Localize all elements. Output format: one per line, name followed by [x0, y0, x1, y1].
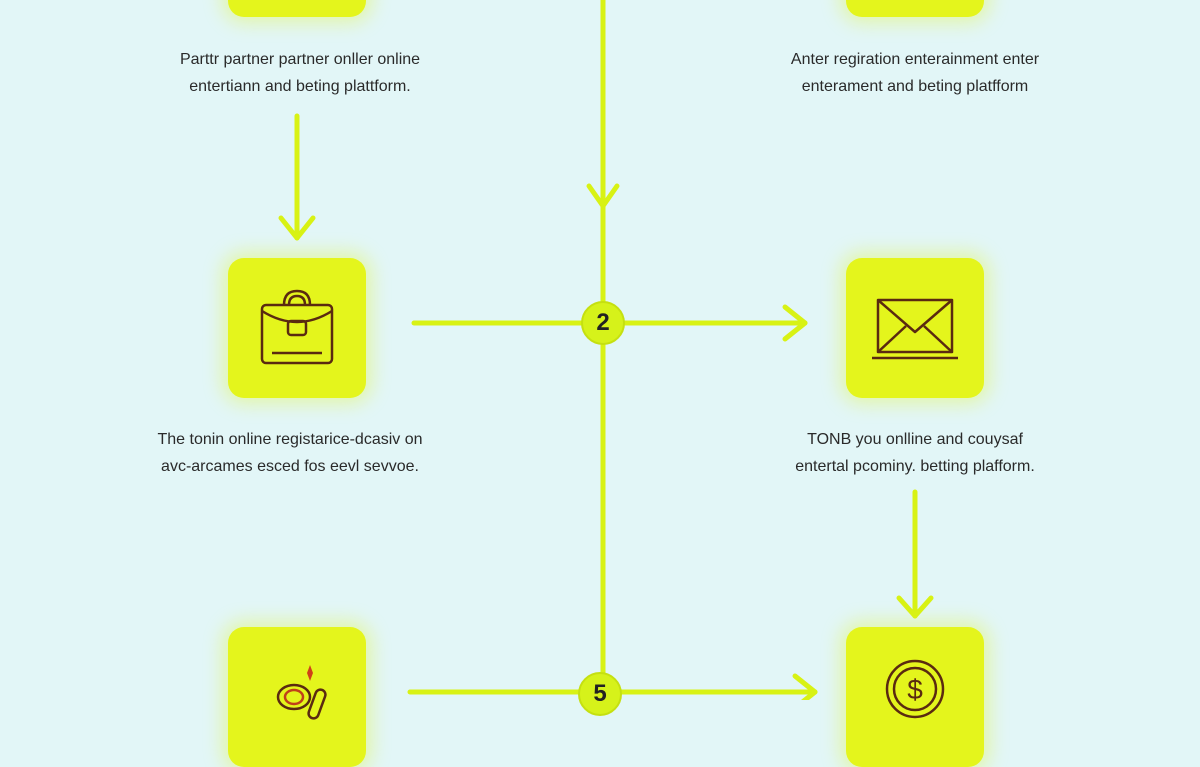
trunk-arrowhead — [586, 183, 620, 209]
caption-line: Parttr partner partner onller online — [179, 51, 421, 68]
step-badge-5: 5 — [578, 672, 622, 716]
svg-text:$: $ — [907, 674, 923, 705]
dollar-coin-icon: $ — [885, 659, 945, 719]
step-caption-briefcase: The tonin online registarice-dcasiv on a… — [120, 426, 460, 480]
step-box-briefcase — [228, 258, 366, 398]
briefcase-icon — [260, 289, 334, 365]
caption-line: avc-arcames esced fos eevl sevvoe. — [161, 458, 419, 475]
middle-connector-arrowhead — [782, 304, 808, 342]
step-caption-top-right: Anter regiration enterainment enter ente… — [750, 46, 1080, 100]
caption-line: TONB you onlline and couysaf — [807, 431, 1023, 448]
bottom-connector-arrowhead — [792, 673, 818, 700]
badge-number: 5 — [593, 680, 607, 707]
step-caption-envelope: TONB you onlline and couysaf entertal pc… — [750, 426, 1080, 480]
caption-line: Anter regiration enterainment enter — [790, 51, 1040, 68]
caption-line: entertal pcominy. betting plafform. — [795, 458, 1035, 475]
step-caption-top-left: Parttr partner partner onller online ent… — [130, 46, 470, 100]
step-box-envelope — [846, 258, 984, 398]
step-badge-2: 2 — [581, 301, 625, 345]
caption-line: enterament and beting platfform — [801, 78, 1029, 95]
coins-icon — [276, 665, 327, 720]
connector-lines — [278, 0, 934, 700]
envelope-icon — [872, 298, 958, 360]
right-down-arrowhead — [896, 595, 934, 619]
step-box-top-left — [228, 0, 366, 17]
step-box-top-right — [846, 0, 984, 17]
badge-number: 2 — [596, 309, 610, 336]
caption-line: The tonin online registarice-dcasiv on — [157, 431, 423, 448]
step-box-coins — [228, 627, 366, 767]
caption-line: entertiann and beting plattform. — [189, 78, 411, 95]
left-down-arrowhead — [278, 215, 316, 241]
step-box-dollar-coin: $ — [846, 627, 984, 767]
